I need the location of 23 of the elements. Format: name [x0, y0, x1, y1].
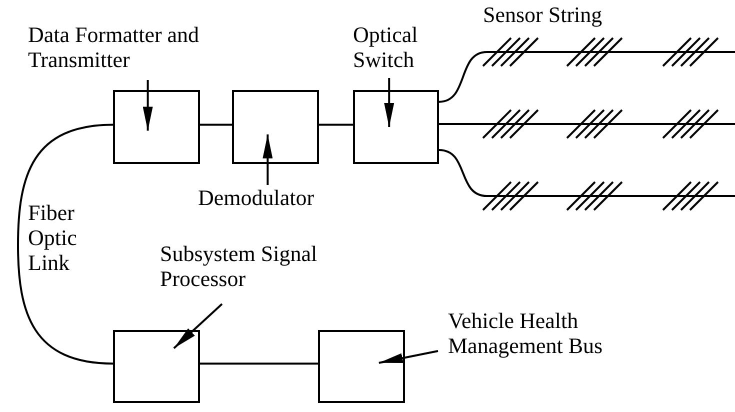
component-label: Vehicle Health Management Bus [448, 308, 673, 360]
leader-arrow [378, 350, 438, 364]
connector-line [200, 124, 232, 126]
component-label: Sensor String [483, 2, 653, 29]
leader-arrow [142, 80, 153, 131]
component-label: Optical Switch [353, 22, 443, 74]
component-label: Demodulator [198, 185, 370, 212]
component-label: Subsystem Signal Processor [160, 241, 360, 293]
connector-line [200, 362, 318, 365]
sensor-fiber-line [439, 123, 735, 126]
component-box [113, 330, 200, 403]
component-box [318, 330, 405, 403]
leader-arrow [384, 78, 394, 127]
component-box [353, 90, 439, 164]
connector-line [17, 124, 114, 365]
sensor-fiber-line [438, 148, 735, 197]
leader-arrow [262, 134, 273, 185]
component-label: Data Formatter and Transmitter [28, 22, 206, 74]
sensor-fiber-line [438, 51, 735, 103]
component-box [232, 90, 319, 164]
connector-line [319, 124, 353, 126]
leader-arrow [173, 303, 223, 349]
component-box [113, 90, 200, 164]
